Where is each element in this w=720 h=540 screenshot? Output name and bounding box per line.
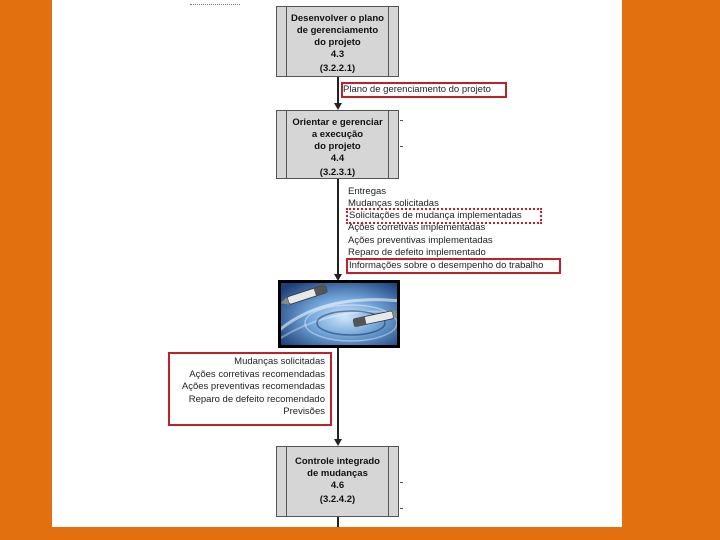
- process-box-direct-execution: Orientar e gerenciar a execução do proje…: [276, 110, 399, 179]
- side-tick: [400, 508, 403, 509]
- process-box-integrated-change-control: Controle integrado de mudanças 4.6 (3.2.…: [276, 446, 399, 517]
- scan-artifact: [190, 4, 240, 7]
- recommendation-item: Mudanças solicitadas: [234, 356, 325, 367]
- process-title-line: Controle integrado: [295, 456, 380, 467]
- side-tick: [400, 146, 403, 147]
- arrow-head: [334, 103, 342, 110]
- process-code: (3.2.2.1): [319, 63, 356, 74]
- arrow-head: [334, 274, 342, 281]
- process-title-line: a execução: [311, 129, 364, 140]
- process-number: 4.3: [330, 49, 345, 60]
- monitor-control-image: [278, 280, 400, 348]
- process-number: 4.4: [330, 153, 345, 164]
- connector-line: [337, 77, 339, 104]
- output-item: Reparo de defeito implementado: [348, 247, 486, 258]
- monitor-control-illustration: [281, 283, 397, 345]
- highlight-box-plan-output: [341, 82, 507, 98]
- side-tick: [400, 482, 403, 483]
- process-title-line: de gerenciamento: [296, 25, 379, 36]
- output-item: Ações corretivas implementadas: [348, 222, 486, 233]
- output-item: Ações preventivas implementadas: [348, 235, 493, 246]
- process-code: (3.2.4.2): [319, 494, 356, 505]
- recommendation-item: Previsões: [283, 406, 325, 417]
- highlight-box-performance-info: [346, 258, 561, 274]
- process-title-line: Orientar e gerenciar: [292, 117, 383, 128]
- output-item: Mudanças solicitadas: [348, 198, 439, 209]
- process-title-line: do projeto: [314, 141, 361, 152]
- recommendations-box: Mudanças solicitadas Ações corretivas re…: [168, 352, 332, 426]
- highlight-box-implemented-changes: [346, 208, 542, 224]
- connector-line: [337, 517, 339, 527]
- output-item: Informações sobre o desempenho do trabal…: [349, 260, 544, 271]
- output-item: Entregas: [348, 186, 387, 197]
- recommendation-item: Reparo de defeito recomendado: [188, 393, 325, 405]
- process-code: (3.2.3.1): [319, 167, 356, 178]
- output-label-plan: Plano de gerenciamento do projeto: [343, 84, 491, 95]
- process-number: 4.6: [330, 480, 345, 491]
- connector-line: [337, 348, 339, 440]
- arrow-head: [334, 439, 342, 446]
- process-title-line: Desenvolver o plano: [291, 13, 384, 24]
- connector-line: [337, 179, 339, 275]
- side-tick: [400, 120, 403, 121]
- recommendation-item: Ações preventivas recomendadas: [181, 381, 325, 392]
- process-box-develop-plan: Desenvolver o plano de gerenciamento do …: [276, 6, 399, 77]
- process-title-line: do projeto: [314, 37, 361, 48]
- process-title-line: de mudanças: [307, 468, 368, 479]
- recommendation-item: Ações corretivas recomendadas: [189, 368, 325, 380]
- output-item: Solicitações de mudança implementadas: [349, 210, 522, 221]
